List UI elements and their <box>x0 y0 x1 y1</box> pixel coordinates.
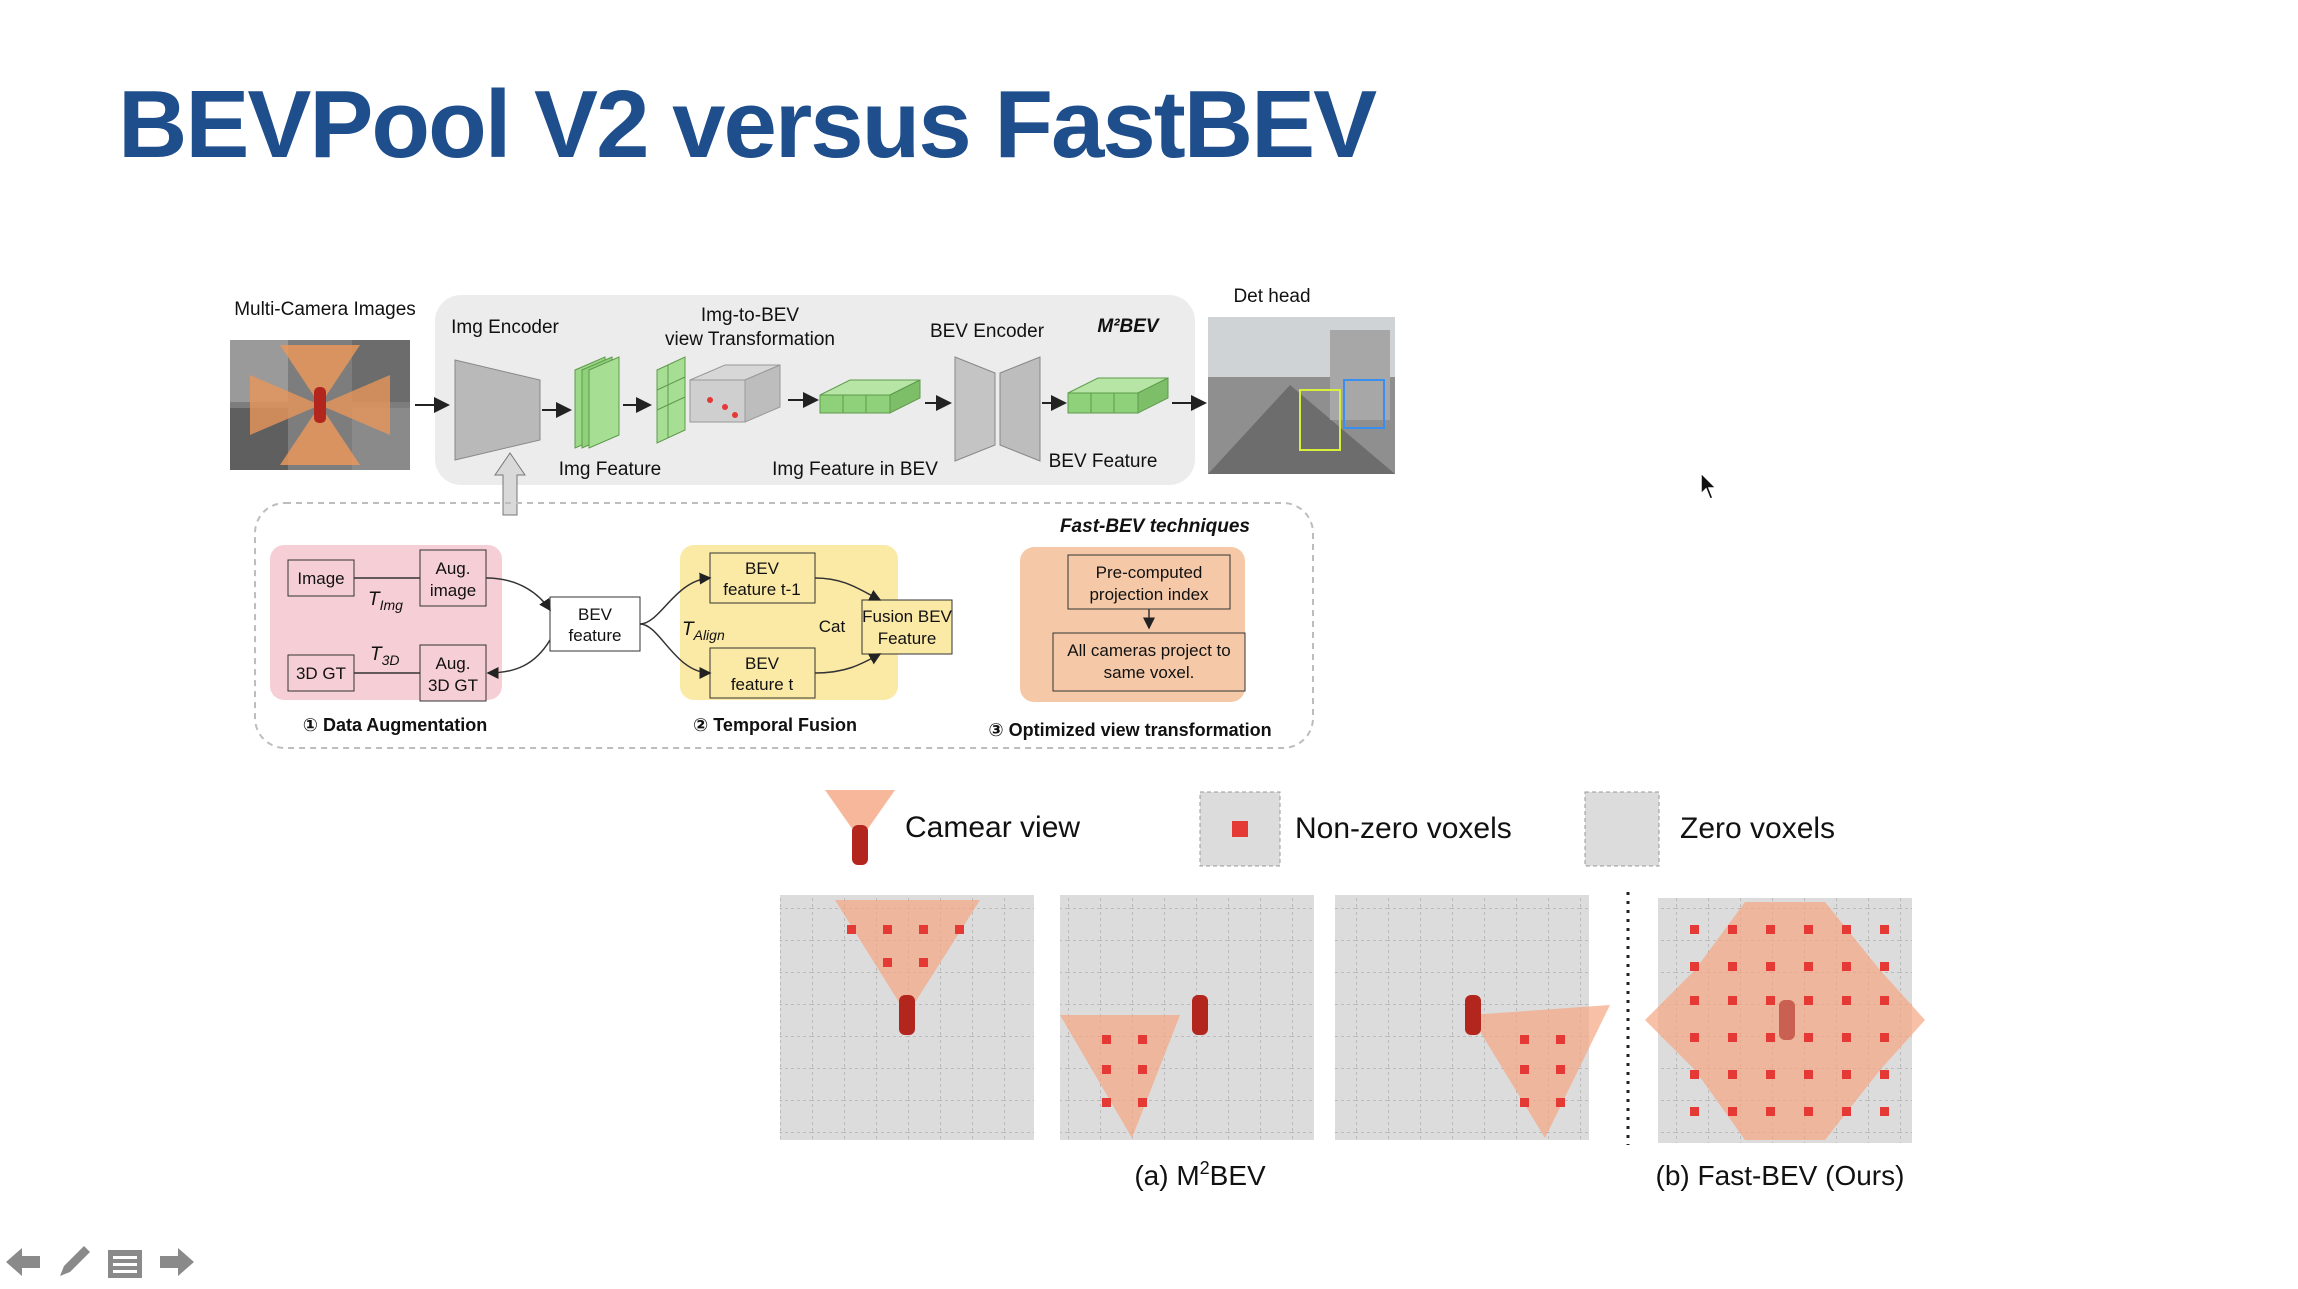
menu-icon[interactable] <box>104 1240 148 1284</box>
nonzero-voxel-label: Non-zero voxels <box>1295 812 1512 845</box>
bev-t1-line1: BEV <box>745 559 780 578</box>
slide-title: BEVPool V2 versus FastBEV <box>118 71 1377 178</box>
aug-gt-line2: 3D GT <box>428 676 478 695</box>
fusion-line1: Fusion BEV <box>862 607 952 626</box>
m2bev-tag: M²BEV <box>1097 316 1160 337</box>
zero-voxel-label: Zero voxels <box>1680 812 1835 845</box>
bev-feature-label: BEV Feature <box>1049 451 1158 472</box>
t-align-label: TAlign <box>682 619 725 643</box>
bev-t1-line2: feature t-1 <box>723 580 801 599</box>
nonzero-voxel-legend <box>1199 791 1281 867</box>
all-cameras-line2: same voxel. <box>1104 663 1195 682</box>
fast-bev-techniques-panel <box>254 502 1314 749</box>
caption-a: (a) M2BEV <box>1134 1158 1266 1191</box>
voxel-comparison-figure: Camear view Non-zero voxels Zero voxels <box>780 790 1925 1191</box>
bev-feature-box-line1: BEV <box>578 605 613 624</box>
t-3d-label: T3D <box>370 644 400 668</box>
pre-computed-line1: Pre-computed <box>1096 563 1203 582</box>
architecture-diagram: Multi-Camera Images Img Encoder Img Feat… <box>230 286 1395 749</box>
img-to-bev-label-1: Img-to-BEV <box>701 305 800 326</box>
cat-label: Cat <box>819 617 846 636</box>
presentation-nav <box>0 1240 220 1284</box>
fusion-line2: Feature <box>878 629 937 648</box>
temporal-caption: ② Temporal Fusion <box>693 715 857 735</box>
pencil-icon[interactable] <box>52 1240 96 1284</box>
bev-encoder-label: BEV Encoder <box>930 321 1045 342</box>
fast-bev-grid <box>1645 898 1925 1143</box>
img-feature-bev-shape <box>819 379 921 414</box>
bev-feature-box-line2: feature <box>569 626 622 645</box>
optimized-caption: ③ Optimized view transformation <box>988 720 1271 740</box>
multi-camera-image <box>230 340 410 470</box>
img-feature-stack <box>574 356 620 449</box>
det-head-label: Det head <box>1233 286 1310 307</box>
t-img-label: TImg <box>368 589 403 613</box>
mouse-cursor-icon <box>1700 472 1718 500</box>
img-encoder-shape <box>454 359 541 461</box>
img-feature-bev-label: Img Feature in BEV <box>772 459 938 480</box>
arrow-left-icon[interactable] <box>0 1240 44 1284</box>
aug-image-line1: Aug. <box>436 559 471 578</box>
arrow-right-icon[interactable] <box>156 1240 200 1284</box>
caption-b: (b) Fast-BEV (Ours) <box>1656 1160 1905 1191</box>
multi-camera-label: Multi-Camera Images <box>234 299 416 320</box>
camera-view-label: Camear view <box>905 811 1080 844</box>
img-to-bev-label-2: view Transformation <box>665 329 835 350</box>
m2bev-grid-right <box>1335 895 1610 1140</box>
aug-gt-line1: Aug. <box>436 654 471 673</box>
bev-feature-shape <box>1067 377 1169 414</box>
upward-arrow-icon <box>494 452 526 516</box>
img-encoder-label: Img Encoder <box>451 317 559 338</box>
pre-computed-line2: projection index <box>1089 585 1209 604</box>
gt-box: 3D GT <box>296 664 346 683</box>
aug-image-line2: image <box>430 581 476 600</box>
det-head-image <box>1208 317 1395 474</box>
zero-voxel-legend <box>1584 791 1660 867</box>
view-transform-shape <box>656 356 781 444</box>
camera-view-legend <box>825 790 895 865</box>
m2bev-grid-front <box>780 895 1034 1140</box>
bev-t-line2: feature t <box>731 675 794 694</box>
img-feature-label: Img Feature <box>559 459 661 480</box>
image-box: Image <box>297 569 344 588</box>
all-cameras-line1: All cameras project to <box>1067 641 1230 660</box>
bev-t-line1: BEV <box>745 654 780 673</box>
data-aug-caption: ① Data Augmentation <box>303 715 488 735</box>
bev-encoder-shape <box>954 356 1041 462</box>
fast-bev-techniques-title: Fast-BEV techniques <box>1060 516 1250 537</box>
m2bev-grid-left <box>1060 895 1314 1140</box>
